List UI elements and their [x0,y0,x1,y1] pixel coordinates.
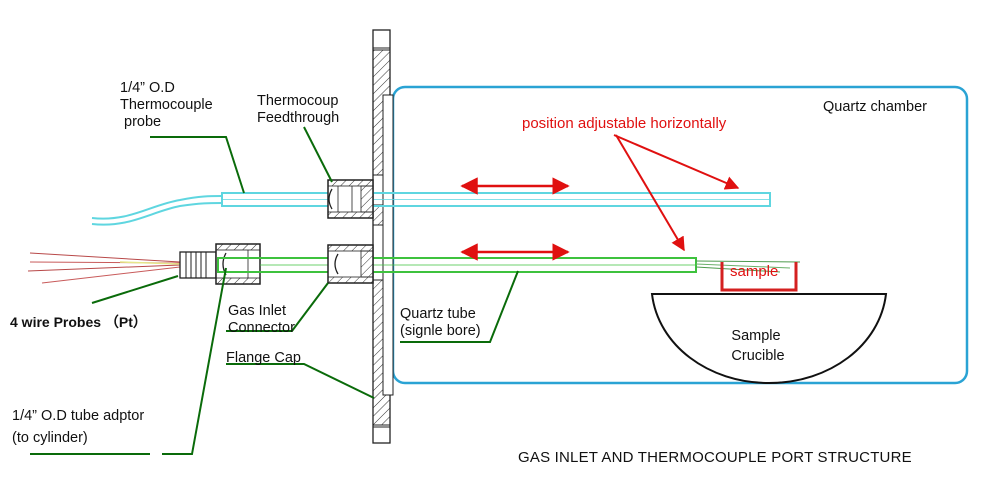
four-wire-probes-label: 4 wire Probes （Pt） [10,314,147,330]
four-wire-probes [27,252,181,284]
sample-crucible: Sample Crucible [650,293,888,385]
feedthrough-label-2: Feedthrough [257,110,339,126]
quartz-tube-label-2: (signle bore) [400,323,481,339]
thermocouple-tube [221,192,771,207]
sample-label: sample [730,263,778,280]
figure-title: GAS INLET AND THERMOCOUPLE PORT STRUCTUR… [518,449,912,466]
crucible-label-line2: Crucible [731,348,784,364]
leader-lines [30,126,519,455]
thermocouple-probe-label-3: probe [120,114,161,130]
quartz-chamber-label: Quartz chamber [823,99,927,115]
adjustment-arrows: position adjustable horizontally [460,115,740,261]
thermocouple-probe-label-2: Thermocouple [120,97,213,113]
flange [372,29,394,444]
thermocouple-cable [91,195,223,226]
gas-inlet-label-2: Connector [228,320,295,336]
thermocouple-probe-label-1: 1/4” O.D [120,80,175,96]
gas-inlet-nut [327,244,374,284]
quartz-tube-label-1: Quartz tube [400,306,476,322]
sample-holder: sample [720,262,798,292]
feedthrough-label-1: Thermocoup [257,93,338,109]
tube-adaptor-label-2: (to cylinder) [12,430,88,446]
gas-inlet-label-1: Gas Inlet [228,303,286,319]
callout-labels: 1/4” O.D Thermocouple probe Thermocoup F… [10,80,912,466]
crucible-label-line1: Sample [731,328,780,344]
feedthrough-nut [327,179,374,219]
position-adjustable-label: position adjustable horizontally [522,115,727,132]
flange-cap-label: Flange Cap [226,350,301,366]
tube-adaptor-label-1: 1/4” O.D tube adptor [12,408,144,424]
gas-inlet-tube [217,257,801,273]
tube-adaptor [179,243,261,285]
